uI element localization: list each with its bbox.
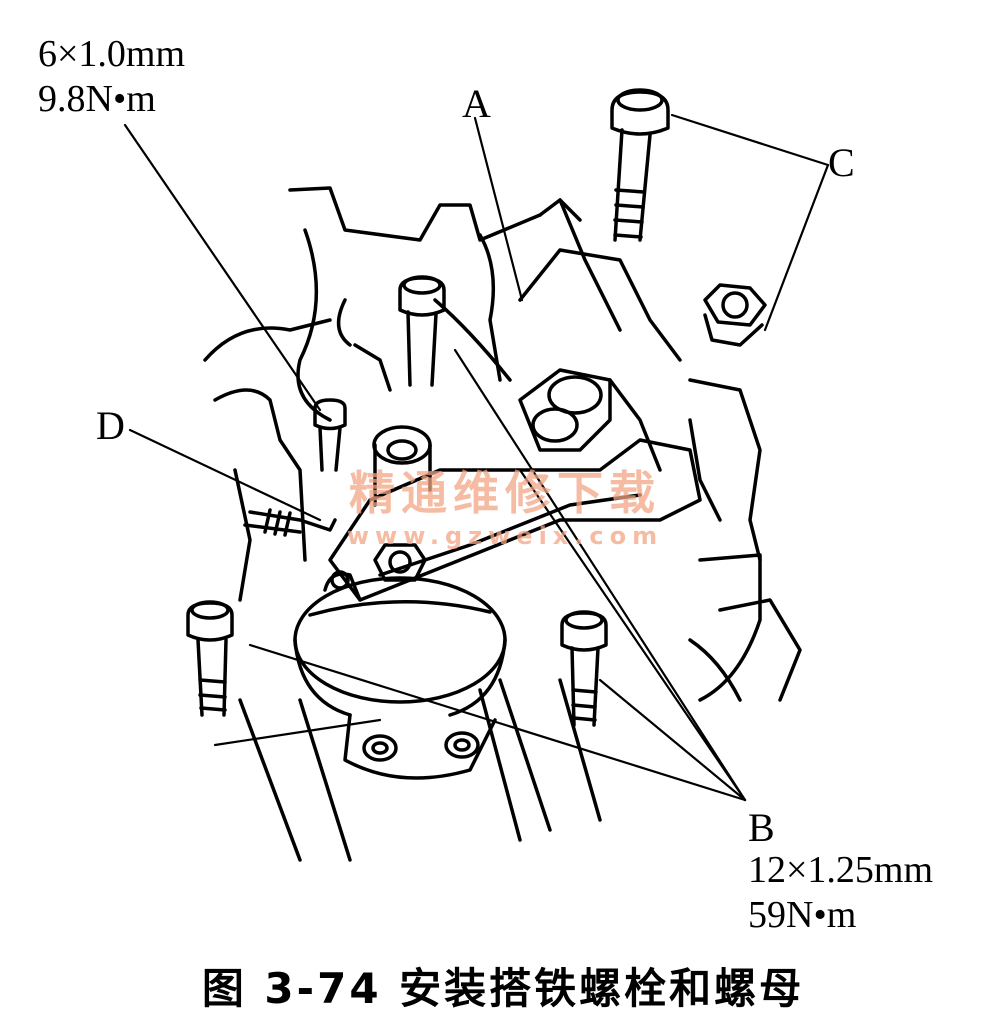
bolt-d-ground [243, 398, 347, 537]
frame-rails [238, 678, 602, 862]
bolt-b-right [560, 610, 608, 727]
watermark-text: 精通维修下载 [349, 466, 661, 520]
label-c: C [828, 140, 855, 185]
spec-torque-label: 9.8N•m [38, 77, 156, 120]
spec-b-size-label: 12×1.25mm [748, 849, 934, 891]
bolt-b-left [186, 600, 234, 717]
torque-spec-top-left: 6×1.0mm 9.8N•m [38, 32, 185, 122]
rubber-mount [293, 570, 507, 780]
spec-b-torque-label: 59N•m [748, 893, 857, 936]
torque-spec-b: 12×1.25mm 59N•m [748, 848, 933, 938]
bolt-c-long [610, 88, 670, 242]
spec-size-label: 6×1.0mm [38, 33, 186, 75]
label-a: A [462, 81, 491, 126]
figure-caption: 图 3-74 安装搭铁螺栓和螺母 [201, 964, 805, 1013]
watermark-url: www.gzweix.com [346, 522, 664, 550]
leader-lines [123, 113, 830, 802]
engine-body-outline [203, 186, 802, 702]
center-nut [373, 543, 427, 582]
mount-bracket [328, 368, 702, 602]
nut-c [703, 283, 767, 347]
label-d: D [96, 403, 125, 448]
bolt-upper-left [398, 275, 446, 387]
watermark: 精通维修下载 www.gzweix.com [320, 470, 690, 550]
label-b: B [748, 805, 775, 850]
